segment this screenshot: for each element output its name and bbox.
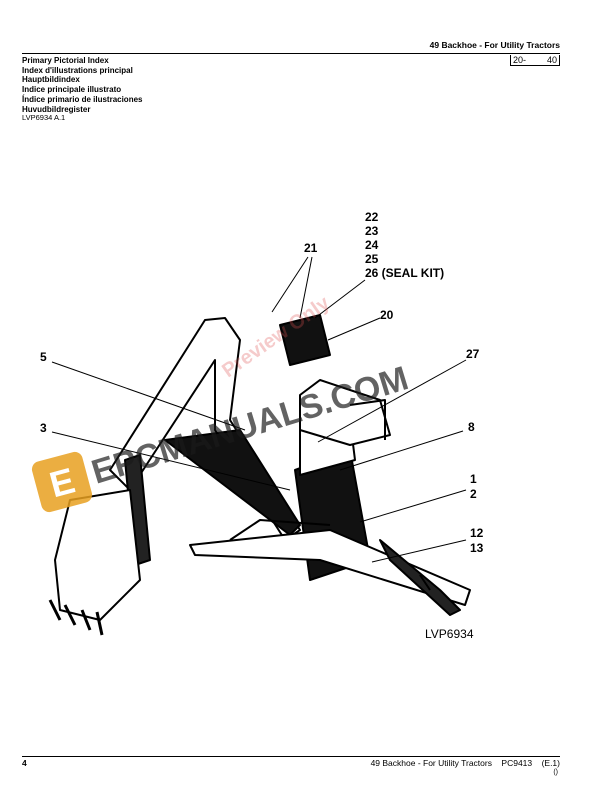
watermark-logo: E — [31, 451, 93, 513]
callout-2: 2 — [470, 487, 477, 501]
index-title: Primary Pictorial Index — [22, 56, 109, 65]
callout-12: 12 — [470, 526, 484, 540]
callout-21: 21 — [304, 241, 318, 255]
callout-23: 23 — [365, 224, 379, 238]
leader-21a — [271, 256, 309, 313]
index-title: Hauptbildindex — [22, 75, 80, 85]
leader-8 — [339, 430, 464, 471]
leader-26 — [314, 279, 366, 319]
callout-24: 24 — [365, 238, 379, 252]
backhoe-drawing — [48, 314, 471, 636]
page-number-box: 20- 40 — [510, 55, 560, 66]
footer-text: 49 Backhoe - For Utility Tractors PC9413… — [370, 758, 560, 768]
footer-rule — [22, 756, 560, 757]
callout-22: 22 — [365, 210, 379, 224]
callout-8: 8 — [468, 420, 475, 434]
leader-21b — [299, 256, 313, 319]
leader-5 — [51, 361, 246, 431]
page-section: 20- — [513, 55, 527, 65]
index-title: Índice primario de ilustraciones — [22, 94, 143, 104]
leader-lines — [51, 256, 467, 563]
index-titles: Primary Pictorial Index Index d'illustra… — [22, 56, 142, 114]
leader-20 — [327, 317, 381, 341]
index-title: Indice principale illustrato — [22, 85, 122, 95]
figure-id: LVP6934 — [425, 627, 474, 641]
callout-27: 27 — [466, 347, 480, 361]
callout-25: 25 — [365, 252, 379, 266]
index-title: Huvudbildregister — [22, 104, 91, 114]
leader-27 — [317, 359, 467, 443]
callout-13: 13 — [470, 541, 484, 555]
leader-12-13 — [371, 539, 467, 563]
page-number: 40 — [546, 55, 557, 65]
leader-1-2 — [359, 489, 467, 523]
reference-code: LVP6934 A.1 — [22, 113, 66, 122]
footer-page-number: 4 — [22, 758, 27, 768]
leader-3 — [51, 431, 291, 491]
index-title: Index d'illustrations principal — [22, 65, 133, 75]
header-rule — [22, 53, 560, 54]
footer-small: () — [553, 769, 558, 776]
callout-26: 26 (SEAL KIT) — [365, 266, 444, 280]
callout-5: 5 — [40, 350, 47, 364]
callout-20: 20 — [380, 308, 394, 322]
header-title: 49 Backhoe - For Utility Tractors — [429, 40, 560, 50]
callout-1: 1 — [470, 472, 477, 486]
callout-3: 3 — [40, 421, 47, 435]
